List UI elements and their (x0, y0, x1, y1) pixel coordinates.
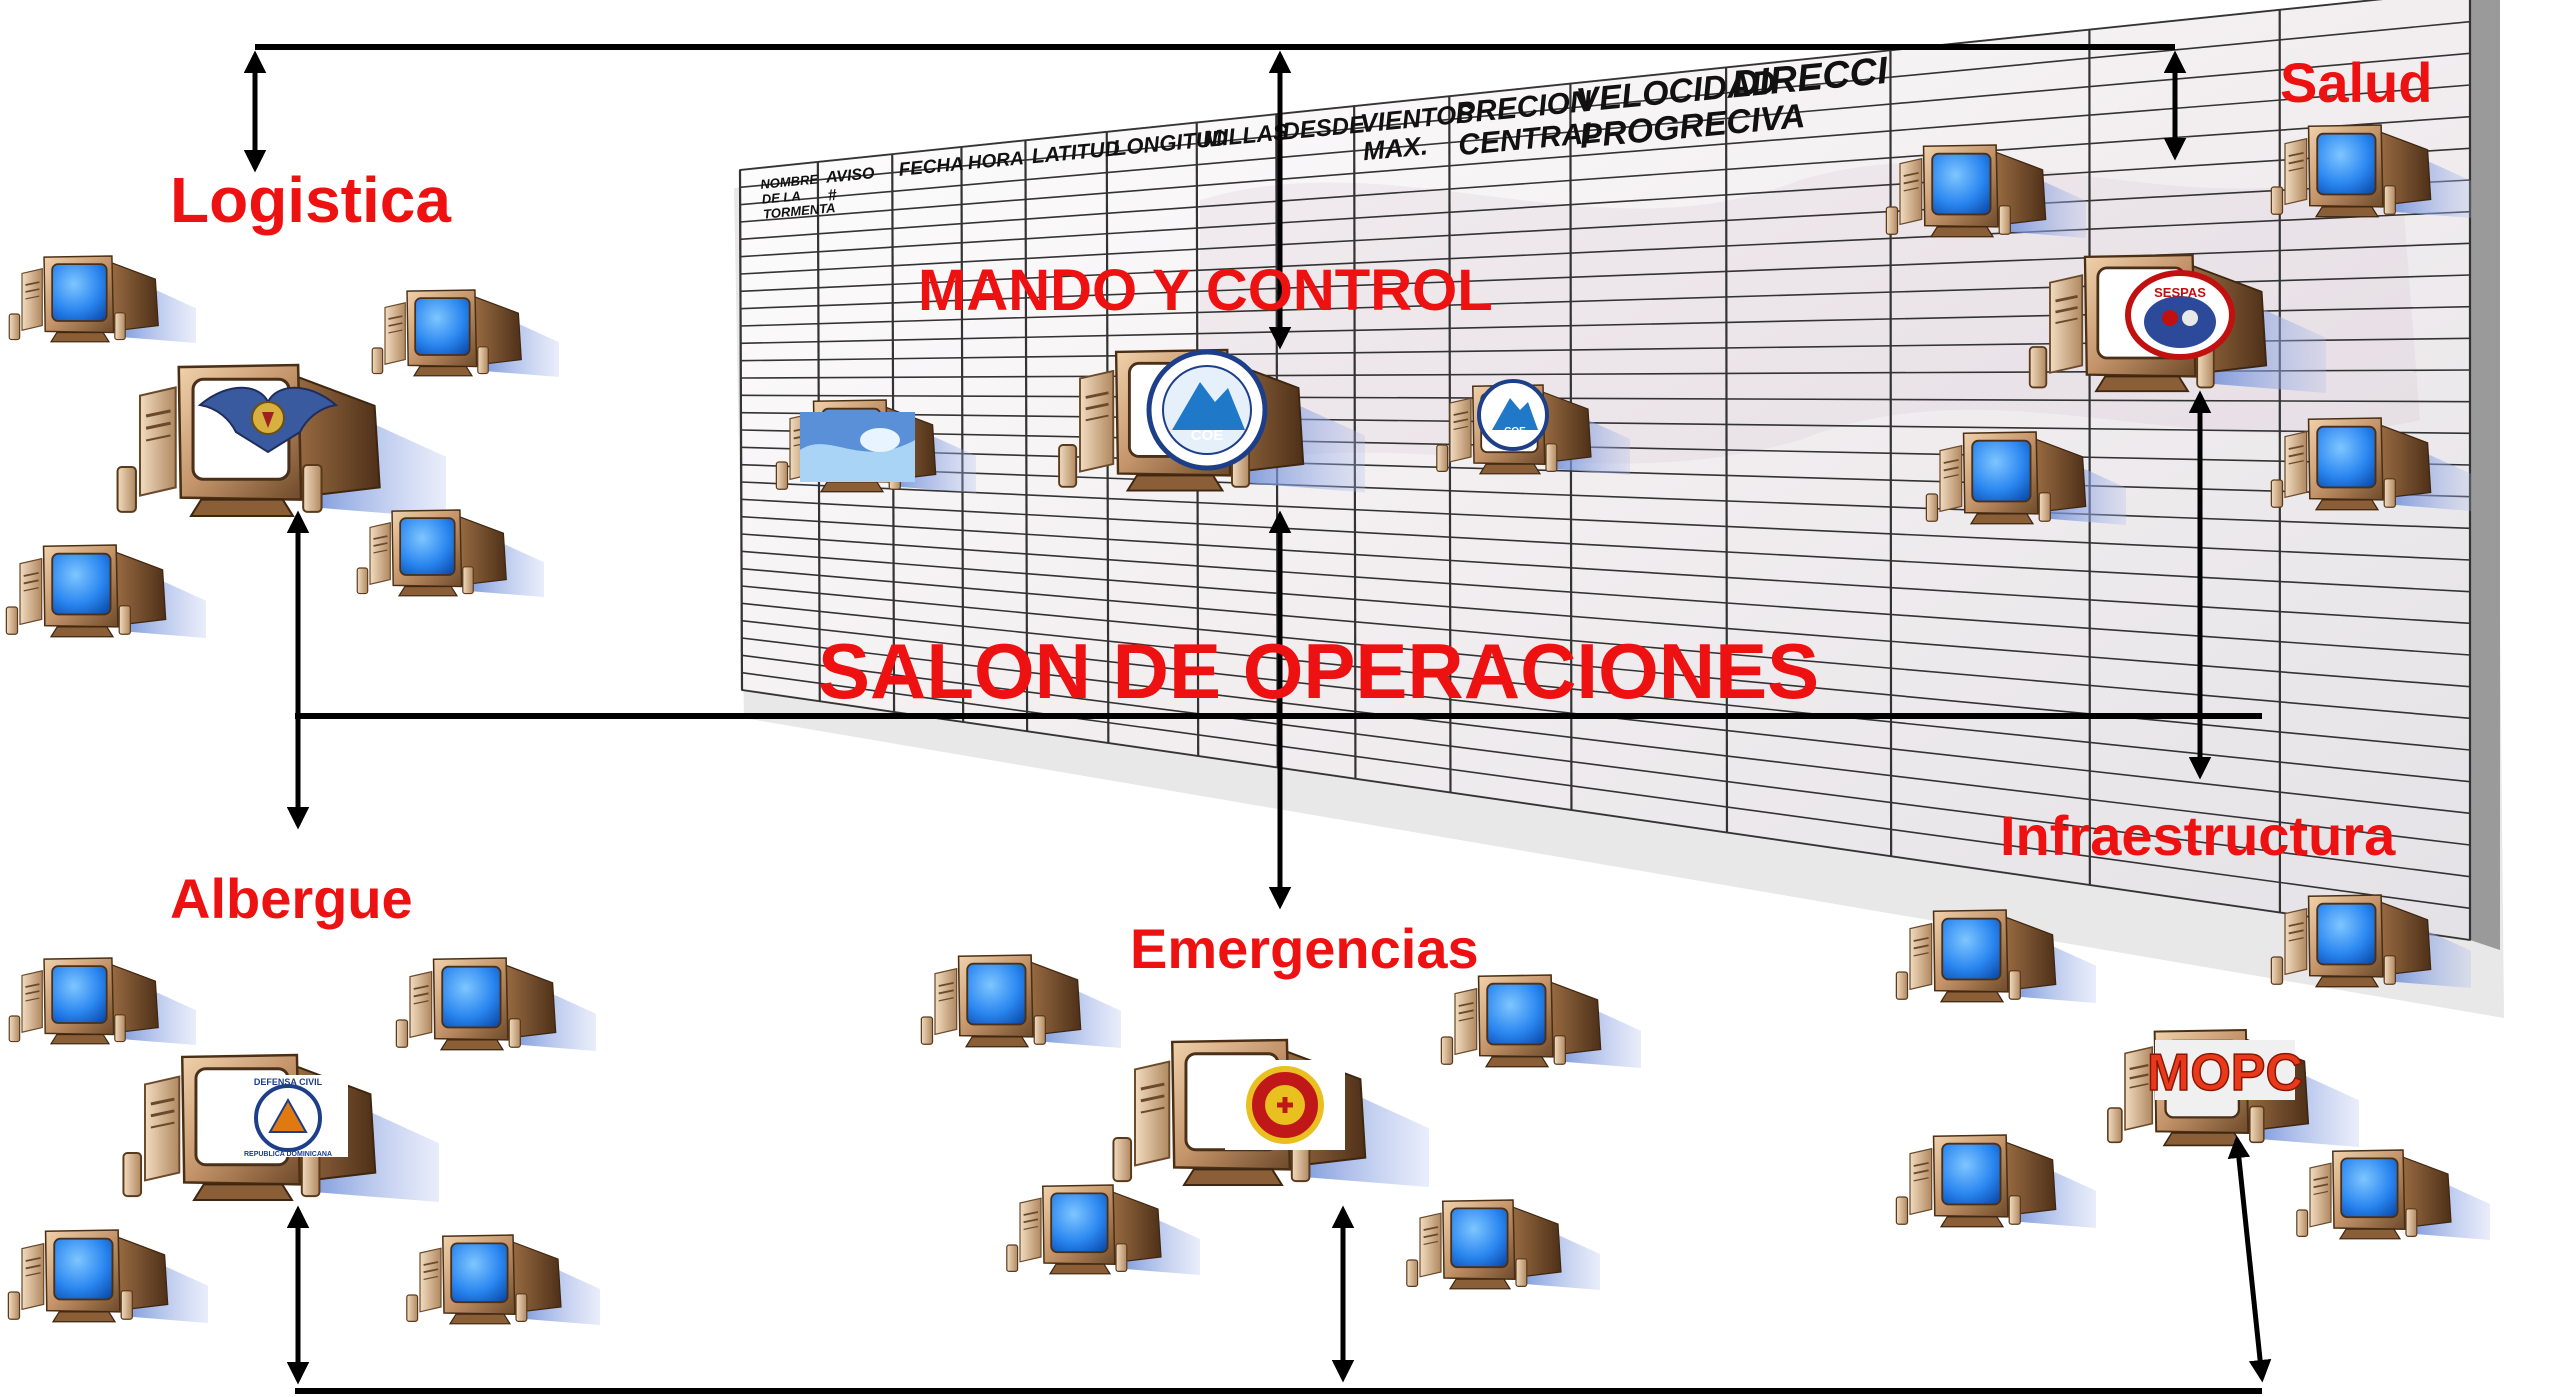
workstation-albergue-1 (8, 957, 196, 1045)
coe-main-logo-icon: COE (1146, 349, 1268, 471)
connector-arrows (243, 50, 2272, 1385)
coe-small-logo-icon: COE (1477, 379, 1549, 451)
label-infraestructura: Infraestructura (2000, 804, 2396, 867)
workstation-salud-3 (1925, 431, 2126, 525)
workstation-albergue-3 (7, 1229, 208, 1323)
board-header-text: MAX. (1361, 130, 1429, 166)
workstation-salud-4 (2270, 417, 2471, 511)
label-mando-y-control: MANDO Y CONTROL (918, 258, 1493, 323)
workstation-logistica-3 (5, 544, 206, 638)
workstation-logistica-1 (8, 255, 196, 343)
label-albergue: Albergue (170, 867, 413, 930)
coe-small-logo-text: COE (1504, 426, 1526, 437)
sespas-logo-text: SESPAS (2154, 285, 2206, 300)
workstation-infra-1 (1895, 909, 2096, 1003)
workstation-logistica-4 (356, 509, 544, 597)
workstation-infra-2 (2270, 894, 2471, 988)
logos: COE COE SESPAS MOPC DEFENSA CIVIL REPUBL (197, 270, 2304, 1158)
workstation-emergencias-2 (1440, 974, 1641, 1068)
emergencias-emblem-icon (1225, 1060, 1345, 1150)
workstations (5, 124, 2490, 1325)
workstation-emergencias-3 (1006, 1184, 1200, 1275)
workstation-infra-3 (1895, 1134, 2096, 1228)
label-logistica: Logistica (170, 164, 451, 236)
board-header-3: HORA (967, 148, 1025, 174)
workstation-albergue-4 (406, 1234, 600, 1325)
defensa-civil-logo-text: DEFENSA CIVIL (254, 1077, 323, 1087)
board-header-text: # (827, 187, 838, 205)
board-header-text: HORA (967, 148, 1025, 174)
board-header-text: TORMENTA (763, 200, 837, 222)
label-emergencias: Emergencias (1130, 917, 1479, 980)
sespas-logo-icon: SESPAS (2125, 270, 2235, 360)
board-header-text: NOMBRE (760, 171, 819, 191)
label-salon-de-operaciones: SALON DE OPERACIONES (818, 627, 1819, 715)
workstation-salud-2 (2270, 124, 2471, 218)
logistica-emblem-icon (197, 386, 339, 454)
workstation-emergencias-1 (920, 954, 1121, 1048)
section-labels: Logistica Salud MANDO Y CONTROL SALON DE… (170, 51, 2432, 980)
board-header-text: AVISO (824, 165, 876, 187)
board-header-text: DE LA (761, 188, 801, 207)
mopc-logo-text: MOPC (2147, 1044, 2303, 1102)
workstation-salud-1 (1885, 144, 2086, 238)
workstation-infra-4 (2296, 1149, 2490, 1240)
board-header-1: AVISO# (824, 165, 876, 204)
coe-main-logo-text: COE (1191, 427, 1224, 444)
water-logo-icon (800, 412, 915, 482)
defensa-civil-logo-icon: DEFENSA CIVIL REPUBLICA DOMINICANA (228, 1075, 348, 1158)
workstation-logistica-2 (371, 289, 559, 377)
defensa-civil-logo-subtext: REPUBLICA DOMINICANA (244, 1151, 332, 1158)
label-salud: Salud (2280, 51, 2432, 114)
mopc-logo-icon: MOPC (2146, 1040, 2304, 1103)
board-grid (738, 0, 2472, 941)
workstation-emergencias-4 (1406, 1199, 1600, 1290)
workstation-albergue-2 (395, 957, 596, 1051)
